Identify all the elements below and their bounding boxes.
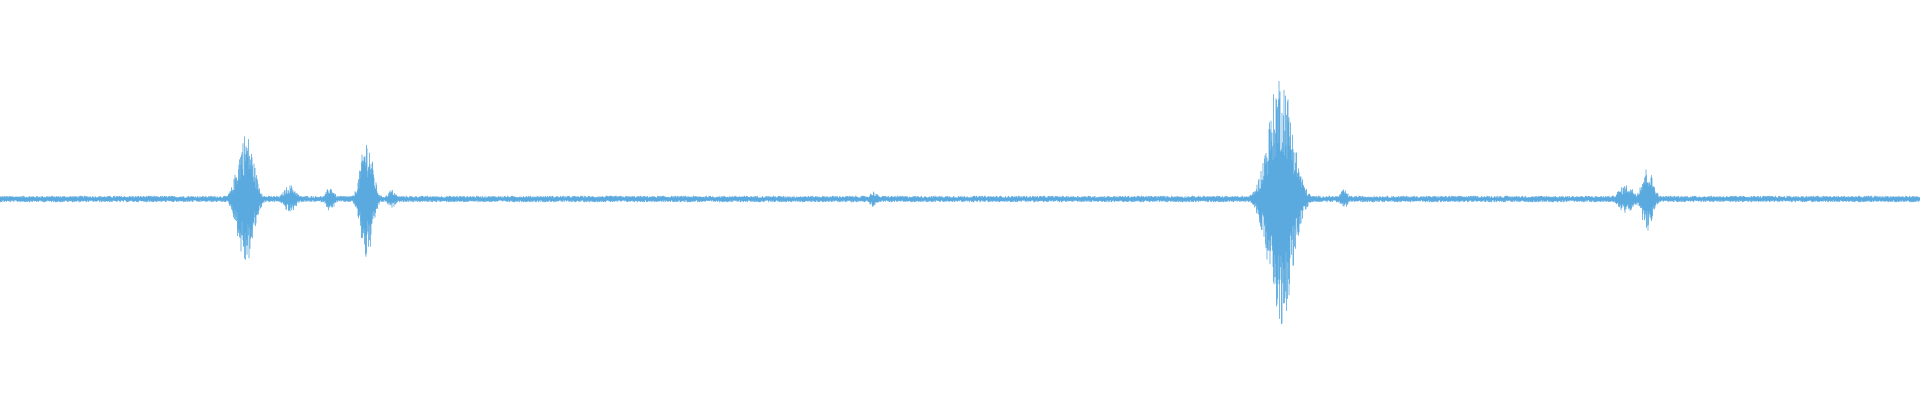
waveform-trace	[0, 81, 1920, 325]
waveform-samples	[0, 81, 1920, 325]
